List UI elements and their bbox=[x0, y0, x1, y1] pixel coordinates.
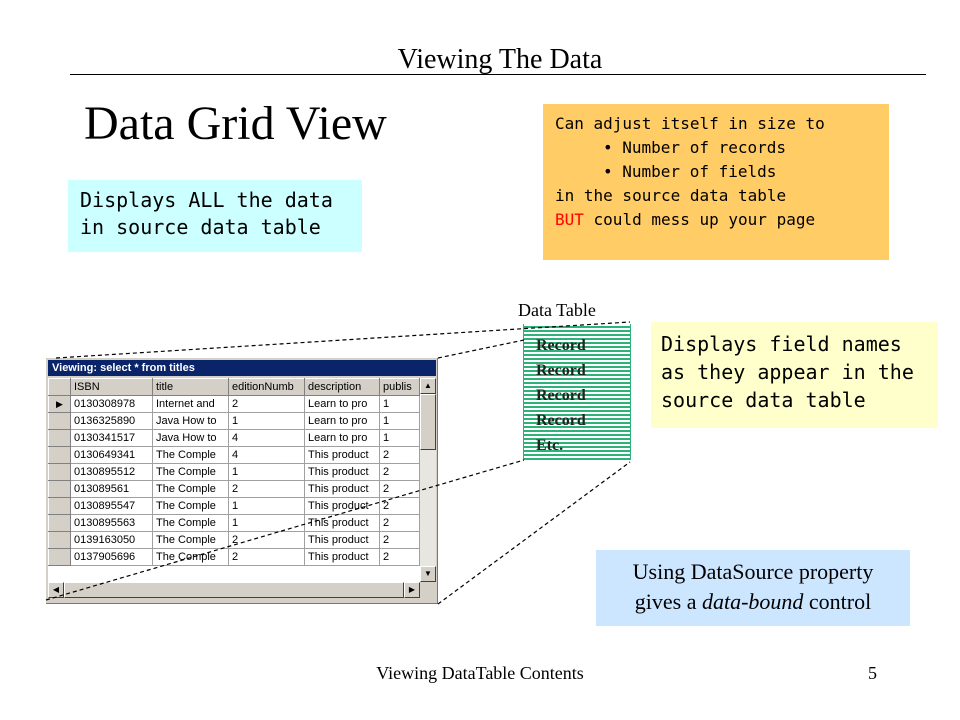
grid-corner-cell[interactable] bbox=[48, 378, 71, 396]
title-underline bbox=[70, 74, 926, 75]
grid-cell[interactable]: 0130341517 bbox=[70, 429, 153, 447]
scroll-down-icon[interactable]: ▼ bbox=[420, 566, 436, 582]
grid-cell[interactable]: 013089561 bbox=[70, 480, 153, 498]
callout-line: Can adjust itself in size to bbox=[555, 114, 825, 133]
vertical-scrollbar[interactable]: ▲ ▼ bbox=[420, 378, 436, 582]
adjust-size-callout: Can adjust itself in size to • Number of… bbox=[543, 104, 889, 260]
current-row-icon: ▶ bbox=[56, 398, 63, 409]
row-selector[interactable] bbox=[48, 463, 71, 481]
data-table-record: Record bbox=[536, 337, 586, 354]
callout-text: gives a bbox=[634, 589, 702, 614]
grid-cell[interactable]: 2 bbox=[379, 548, 420, 566]
connector-line bbox=[437, 461, 631, 605]
vertical-scroll-thumb[interactable] bbox=[420, 394, 436, 450]
scroll-right-icon[interactable]: ▶ bbox=[404, 582, 420, 598]
grid-cell[interactable]: 0137905696 bbox=[70, 548, 153, 566]
bullet-item: • Number of records bbox=[603, 138, 787, 157]
displays-all-callout: Displays ALL the data in source data tab… bbox=[68, 180, 362, 252]
row-selector[interactable] bbox=[48, 446, 71, 464]
row-selector[interactable] bbox=[48, 531, 71, 549]
column-header[interactable]: editionNumb bbox=[228, 378, 305, 396]
connector-line bbox=[55, 321, 631, 359]
horizontal-scrollbar[interactable]: ◀ ▶ bbox=[48, 582, 420, 598]
callout-line: as they appear in the bbox=[661, 360, 914, 384]
grid-cell[interactable]: 0139163050 bbox=[70, 531, 153, 549]
grid-cell[interactable]: 0130308978 bbox=[70, 395, 153, 413]
bullet-text: Number of records bbox=[622, 138, 787, 157]
grid-cell[interactable]: Java How to bbox=[152, 412, 229, 430]
column-header[interactable]: description bbox=[304, 378, 380, 396]
page-number: 5 bbox=[868, 663, 877, 683]
row-selector[interactable] bbox=[48, 412, 71, 430]
scroll-up-icon[interactable]: ▲ bbox=[420, 378, 436, 394]
callout-line: in the source data table bbox=[555, 186, 787, 205]
data-table-record: Record bbox=[536, 362, 586, 379]
warning-text: could mess up your page bbox=[583, 210, 816, 229]
grid-cell[interactable]: Learn to pro bbox=[304, 429, 380, 447]
callout-line: Displays field names bbox=[661, 332, 902, 356]
callout-line: source data table bbox=[661, 388, 866, 412]
callout-text: control bbox=[803, 589, 872, 614]
data-table-record: Record bbox=[536, 412, 586, 429]
callout-emphasis: data-bound bbox=[701, 589, 804, 614]
bullet-text: Number of fields bbox=[622, 162, 777, 181]
warning-word: BUT bbox=[555, 210, 584, 229]
column-header[interactable]: title bbox=[152, 378, 229, 396]
row-selector[interactable] bbox=[48, 497, 71, 515]
grid-cell[interactable]: This product bbox=[304, 548, 380, 566]
grid-cell[interactable]: The Comple bbox=[152, 497, 229, 515]
data-table-record: Record bbox=[536, 387, 586, 404]
callout-line: Using DataSource property bbox=[632, 559, 874, 584]
slide-title: Viewing The Data bbox=[397, 44, 603, 75]
callout-line: gives a data-bound control bbox=[596, 587, 910, 617]
data-table-record: Etc. bbox=[536, 437, 564, 454]
connector-line bbox=[437, 339, 525, 359]
datasource-callout: Using DataSource property gives a data-b… bbox=[596, 550, 910, 626]
grid-cell[interactable]: 0130895563 bbox=[70, 514, 153, 532]
grid-cell[interactable]: This product bbox=[304, 446, 380, 464]
grid-cell[interactable]: This product bbox=[304, 497, 380, 515]
datagrid-titlebar: Viewing: select * from titles bbox=[48, 360, 436, 376]
data-table-label: Data Table bbox=[518, 300, 596, 320]
bullet-item: • Number of fields bbox=[603, 162, 777, 181]
field-names-callout: Displays field names as they appear in t… bbox=[651, 322, 938, 428]
callout-line: BUT could mess up your page bbox=[555, 208, 889, 232]
callout-line: Displays ALL the data bbox=[80, 188, 333, 212]
horizontal-scroll-thumb[interactable] bbox=[64, 582, 404, 598]
grid-cell[interactable]: The Comple bbox=[152, 531, 229, 549]
connector-line bbox=[45, 459, 525, 601]
grid-cell[interactable]: Java How to bbox=[152, 429, 229, 447]
page-heading: Data Grid View bbox=[84, 97, 387, 150]
column-header[interactable]: ISBN bbox=[70, 378, 153, 396]
slide-footer: Viewing DataTable Contents bbox=[376, 663, 584, 683]
row-selector[interactable] bbox=[48, 480, 71, 498]
callout-line: in source data table bbox=[80, 215, 321, 239]
